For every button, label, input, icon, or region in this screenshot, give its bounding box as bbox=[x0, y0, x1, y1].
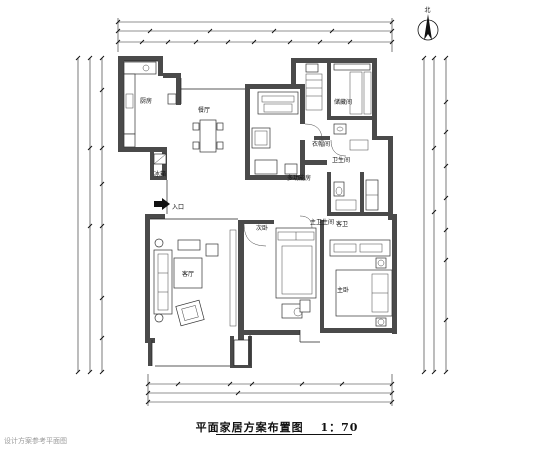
living-room-furniture bbox=[153, 229, 237, 327]
watermark-text: 设计方案参考平面图 bbox=[4, 437, 67, 445]
bedroom-b-furniture bbox=[251, 91, 299, 175]
dining-table bbox=[192, 119, 224, 153]
label-dining: 餐厅 bbox=[198, 106, 210, 114]
label-study: 多功能房 bbox=[287, 174, 311, 182]
entrance-arrow bbox=[154, 198, 170, 210]
label-bedroom-b: 次卧 bbox=[256, 224, 268, 232]
label-kitchen: 厨房 bbox=[140, 97, 152, 105]
plan-caption: 平面家居方案布置图 1：70 bbox=[0, 419, 554, 435]
caption-underline bbox=[216, 434, 352, 435]
caption-scale: 1：70 bbox=[320, 421, 359, 434]
label-master-bath: 主卫生间 bbox=[310, 218, 334, 226]
caption-title: 平面家居方案布置图 bbox=[195, 421, 304, 434]
label-cloakroom: 衣帽间 bbox=[312, 140, 330, 148]
walls bbox=[118, 56, 397, 368]
label-living: 客厅 bbox=[182, 270, 194, 278]
right-dimension-lines bbox=[421, 55, 449, 375]
label-master-bedroom: 主卧 bbox=[337, 286, 349, 294]
north-label: 北 bbox=[425, 6, 431, 14]
top-dimension-lines bbox=[115, 18, 395, 52]
north-arrow: 北 bbox=[417, 6, 439, 41]
label-guest-toilet: 客卫 bbox=[336, 220, 348, 228]
bottom-dimension-lines bbox=[145, 374, 395, 406]
bedroom-a-furniture bbox=[275, 227, 317, 319]
label-entrance: 入口 bbox=[172, 204, 184, 211]
left-dimension-lines bbox=[75, 55, 105, 375]
master-bedroom-furniture bbox=[329, 239, 393, 327]
guest-toilet-fixtures bbox=[333, 179, 379, 211]
thin-lines bbox=[124, 60, 320, 367]
room-labels: 厨房 餐厅 冰箱 入口 客厅 次卧 主卧 卫生间 客卫 主卫生间 储藏间 衣帽间… bbox=[140, 97, 352, 294]
label-fridge: 冰箱 bbox=[154, 170, 166, 178]
label-storage: 储藏间 bbox=[334, 98, 352, 106]
label-bathroom: 卫生间 bbox=[332, 156, 350, 164]
top-right-fixtures bbox=[305, 63, 372, 151]
kitchen-fixtures bbox=[123, 61, 177, 165]
door-swings bbox=[243, 123, 347, 247]
